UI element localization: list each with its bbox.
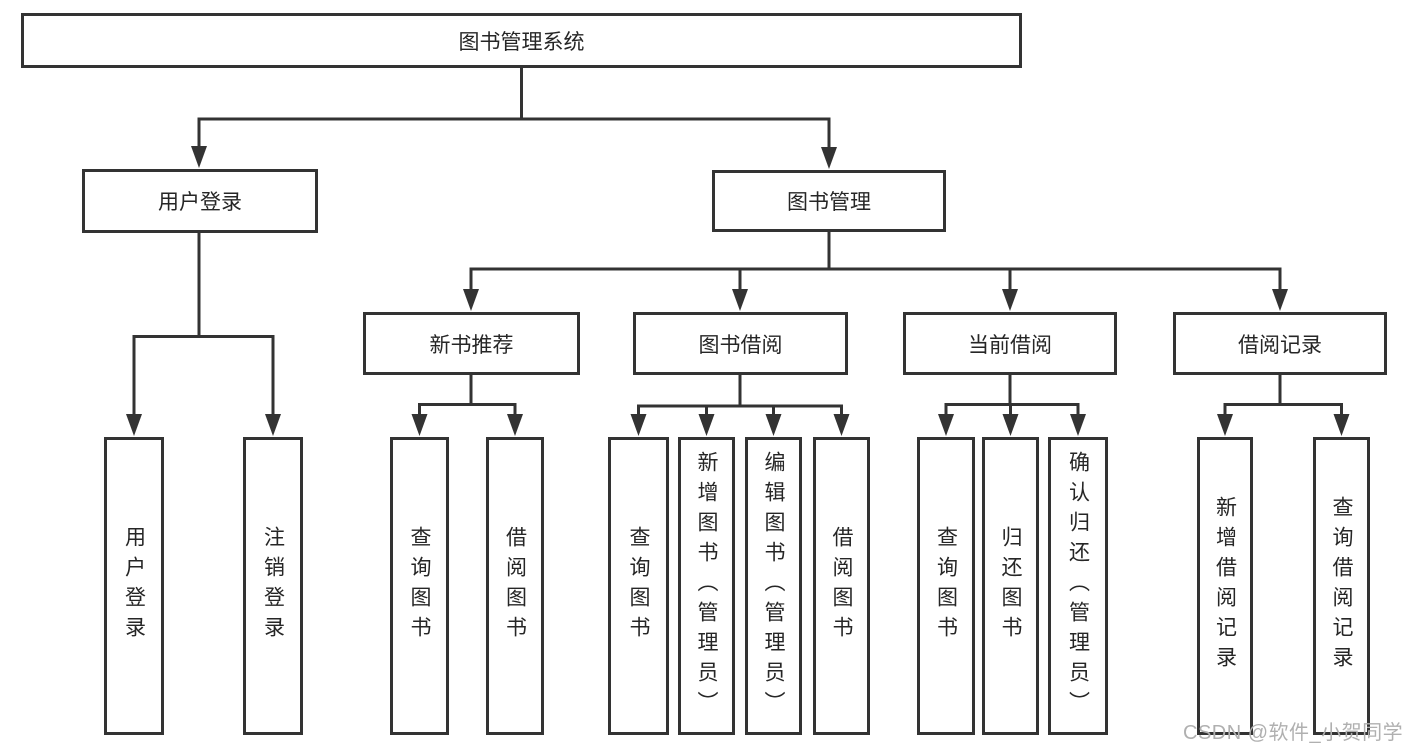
leaf-label: 查询图书: [934, 526, 958, 646]
node-user-login: 用户登录: [82, 169, 318, 233]
leaf-return-books: 归还图书: [982, 437, 1039, 735]
node-book-borrow: 图书借阅: [633, 312, 848, 375]
leaf-query-borrow-record: 查询借阅记录: [1313, 437, 1370, 735]
leaf-label: 新增图书（管理员）: [695, 451, 718, 721]
leaf-label: 新增借阅记录: [1213, 496, 1237, 676]
arrowheads: [126, 146, 1350, 436]
leaf-borrow-books: 借阅图书: [813, 437, 870, 735]
leaf-label: 注销登录: [261, 526, 285, 646]
leaf-label: 归还图书: [999, 526, 1022, 646]
leaf-user-login: 用户登录: [104, 437, 164, 735]
node-current-borrow: 当前借阅: [903, 312, 1117, 375]
node-new-book-recommend: 新书推荐: [363, 312, 580, 375]
leaf-logout: 注销登录: [243, 437, 303, 735]
leaf-label: 编辑图书（管理员）: [762, 451, 785, 721]
leaf-label: 查询借阅记录: [1330, 496, 1353, 676]
leaf-label: 借阅图书: [830, 526, 853, 646]
leaf-label: 查询图书: [408, 526, 431, 646]
watermark-text: CSDN @软件_小贺同学: [1183, 722, 1404, 744]
leaf-add-books-admin: 新增图书（管理员）: [678, 437, 735, 735]
leaf-query-books-current: 查询图书: [917, 437, 975, 735]
leaf-label: 借阅图书: [503, 526, 527, 646]
leaf-label: 确认归还（管理员）: [1066, 451, 1090, 721]
leaf-query-books-borrow: 查询图书: [608, 437, 669, 735]
leaf-query-books-recommend: 查询图书: [390, 437, 449, 735]
leaf-borrow-books-recommend: 借阅图书: [486, 437, 544, 735]
leaf-edit-books-admin: 编辑图书（管理员）: [745, 437, 802, 735]
node-library-management-system: 图书管理系统: [21, 13, 1022, 68]
leaf-confirm-return-admin: 确认归还（管理员）: [1048, 437, 1108, 735]
leaf-label: 查询图书: [627, 526, 650, 646]
node-book-management: 图书管理: [712, 170, 946, 232]
node-borrow-records: 借阅记录: [1173, 312, 1387, 375]
leaf-add-borrow-record: 新增借阅记录: [1197, 437, 1253, 735]
leaf-label: 用户登录: [122, 526, 146, 646]
